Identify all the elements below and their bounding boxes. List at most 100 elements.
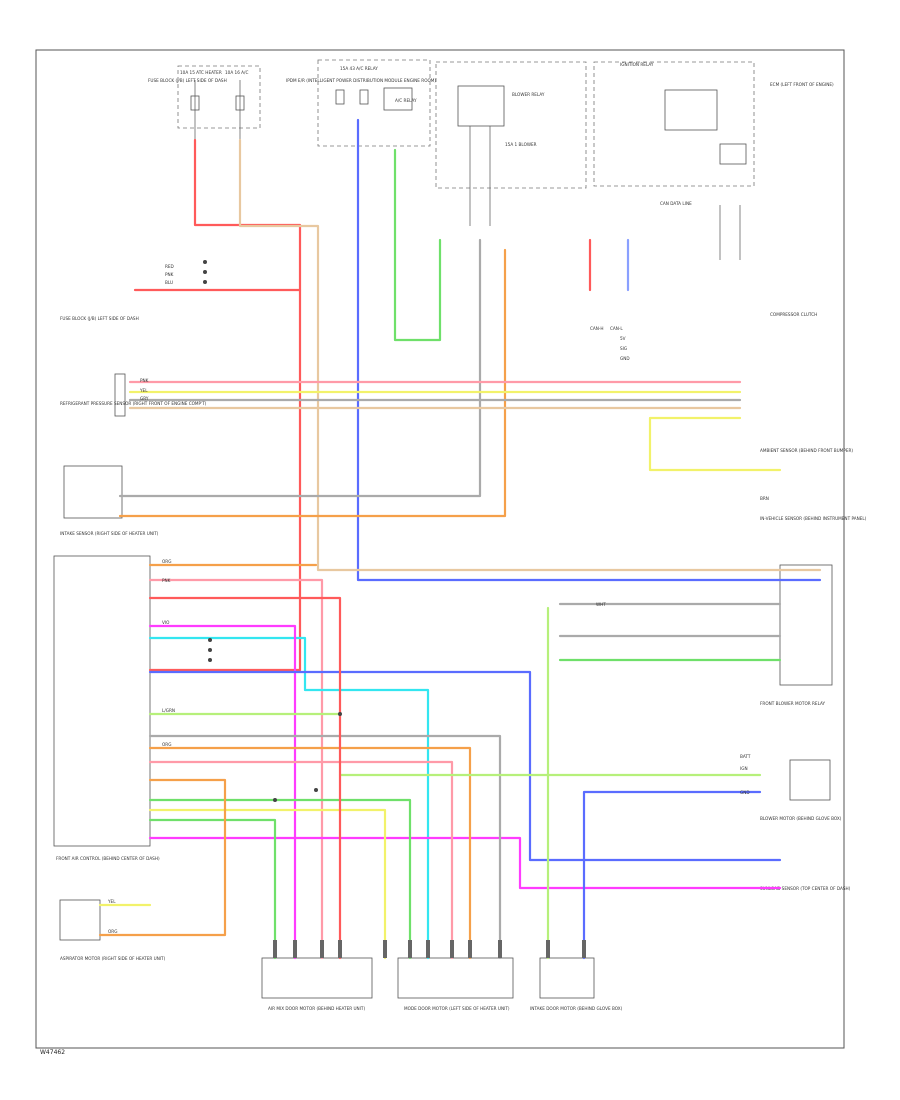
fuse-3-label: 15A 43 A/C RELAY [340, 66, 378, 71]
wire-color-tag: IGN [740, 766, 748, 771]
wire-color-tag: ORG [162, 559, 171, 564]
ecm-relay-box [719, 143, 747, 165]
left-modules: FUSE BLOCK (J/B) LEFT SIDE OF DASH REFRI… [53, 316, 207, 961]
splice-dot [208, 648, 212, 652]
connector-pin [383, 940, 387, 958]
wire-gray-6 [118, 238, 482, 498]
can-l-label: CAN-L [610, 326, 623, 331]
blower-relay-box [457, 85, 505, 127]
splice-dot [338, 712, 342, 716]
wire-orange-24 [148, 746, 472, 960]
wire-blue-30 [582, 790, 762, 960]
wire-color-tag: GND [740, 790, 750, 795]
air-mix-motor-label: AIR MIX DOOR MOTOR (BEHIND HEATER UNIT) [268, 1006, 365, 1011]
wire-cyan-15 [148, 636, 430, 960]
wire-red-0 [133, 138, 302, 292]
connector-pin [546, 940, 550, 958]
wire-green-19 [148, 818, 277, 960]
wire-blue-3 [356, 118, 822, 582]
wire-color-tag: YEL [139, 388, 148, 393]
wire-orange-7 [118, 248, 507, 518]
aspirator-box [59, 899, 101, 941]
wire-yellow-14 [648, 416, 782, 472]
intake-sensor-box [63, 465, 123, 519]
connector-pin [338, 940, 342, 958]
connector-pin [320, 940, 324, 958]
ignition-relay-area: IGNITION RELAY ECM (LEFT FRONT OF ENGINE… [593, 61, 834, 187]
front-blower-relay-label: FRONT BLOWER MOTOR RELAY [760, 701, 826, 706]
ipdm-fuse-b [359, 89, 369, 105]
splice-dot [273, 798, 277, 802]
wire-color-tag: PNK [140, 378, 149, 383]
fuse-2-label: 10A 16 A/C [225, 70, 248, 75]
intake-sensor-label: INTAKE SENSOR (RIGHT SIDE OF HEATER UNIT… [60, 531, 159, 536]
sunload-sensor-label: SUNLOAD SENSOR (TOP CENTER OF DASH) [760, 886, 851, 891]
fuse-1-symbol [190, 95, 200, 111]
can-h-label: CAN-H [590, 326, 604, 331]
footer-code: W47462 [40, 1049, 65, 1056]
wire-green-4 [393, 148, 442, 342]
connector-pin [468, 940, 472, 958]
wire-tan-5 [238, 138, 822, 572]
wire-color-tag: RED [165, 264, 174, 269]
connector-pin [426, 940, 430, 958]
ipdm-label: IPDM E/R (INTELLIGENT POWER DISTRIBUTION… [286, 78, 436, 83]
can-data-label: CAN DATA LINE [660, 201, 692, 206]
fuse-block-label: FUSE BLOCK (J/B) LEFT SIDE OF DASH [148, 78, 227, 83]
mode-motor-label: MODE DOOR MOTOR (LEFT SIDE OF HEATER UNI… [404, 1006, 510, 1011]
wire-group [98, 118, 822, 960]
splice-dot [314, 788, 318, 792]
wire-color-tag: VIO [162, 620, 170, 625]
connector-pin [293, 940, 297, 958]
wire-magenta-17 [148, 836, 782, 890]
ipdm-fuse-a [335, 89, 345, 105]
ecm-label: ECM (LEFT FRONT OF ENGINE) [770, 82, 834, 87]
compressor-clutch-label: COMPRESSOR CLUTCH [770, 312, 817, 317]
splice-dot [203, 270, 207, 274]
mode-motor-box [397, 957, 514, 999]
connector-pin [408, 940, 412, 958]
wire-color-tag: BRN [760, 496, 769, 501]
wire-color-tag: PNK [165, 272, 174, 277]
wire-yellow-23 [148, 808, 387, 960]
fuse-block: FUSE BLOCK (J/B) LEFT SIDE OF DASH 10A 1… [148, 65, 261, 140]
wire-color-tag: L/GRN [162, 708, 175, 713]
wire-pink-25 [148, 760, 454, 960]
wire-red-1 [148, 288, 302, 672]
wire-color-tag: PNK [162, 578, 171, 583]
blower-fuse-label: 15A 1 BLOWER [505, 142, 537, 147]
in-vehicle-sensor-label: IN-VEHICLE SENSOR (BEHIND INSTRUMENT PAN… [760, 516, 867, 521]
splice-dot [208, 658, 212, 662]
hvac-module-label: FRONT AIR CONTROL (BEHIND CENTER OF DASH… [56, 856, 160, 861]
wire-color-tag: BATT [740, 754, 751, 759]
connector-pin [450, 940, 454, 958]
front-blower-relay-box [779, 564, 833, 686]
wire-color-tag: GND [620, 356, 630, 361]
wire-pink-2 [148, 578, 324, 960]
wire-orange-27 [98, 778, 227, 937]
fuse-2-symbol [235, 95, 245, 111]
intake-motor-label: INTAKE DOOR MOTOR (BEHIND GLOVE BOX) [530, 1006, 623, 1011]
air-mix-motor-box [261, 957, 373, 999]
right-sensors: AMBIENT SENSOR (BEHIND FRONT BUMPER) IN-… [760, 448, 867, 891]
wire-gray-26 [148, 734, 502, 960]
wire-color-tag: WHT [596, 602, 606, 607]
ipdm-module: IPDM E/R (INTELLIGENT POWER DISTRIBUTION… [286, 59, 436, 147]
ignition-relay-label: IGNITION RELAY [620, 62, 654, 67]
wire-color-tag: SIG [620, 346, 627, 351]
connector-pin [582, 940, 586, 958]
blower-motor-box [789, 759, 831, 801]
ac-relay-box [383, 87, 413, 111]
ignition-relay-outline [593, 61, 755, 187]
refrigerant-connector [114, 373, 126, 417]
blower-relay-outline [435, 61, 587, 189]
wire-color-tag: GRY [140, 396, 149, 401]
connector-pin [273, 940, 277, 958]
wire-color-tag: ORG [162, 742, 171, 747]
aspirator-label: ASPIRATOR MOTOR (RIGHT SIDE OF HEATER UN… [60, 956, 166, 961]
splice-dot [203, 280, 207, 284]
splice-dot [208, 638, 212, 642]
wire-blue-18 [148, 670, 782, 862]
ac-relay-label: A/C RELAY [395, 98, 417, 103]
